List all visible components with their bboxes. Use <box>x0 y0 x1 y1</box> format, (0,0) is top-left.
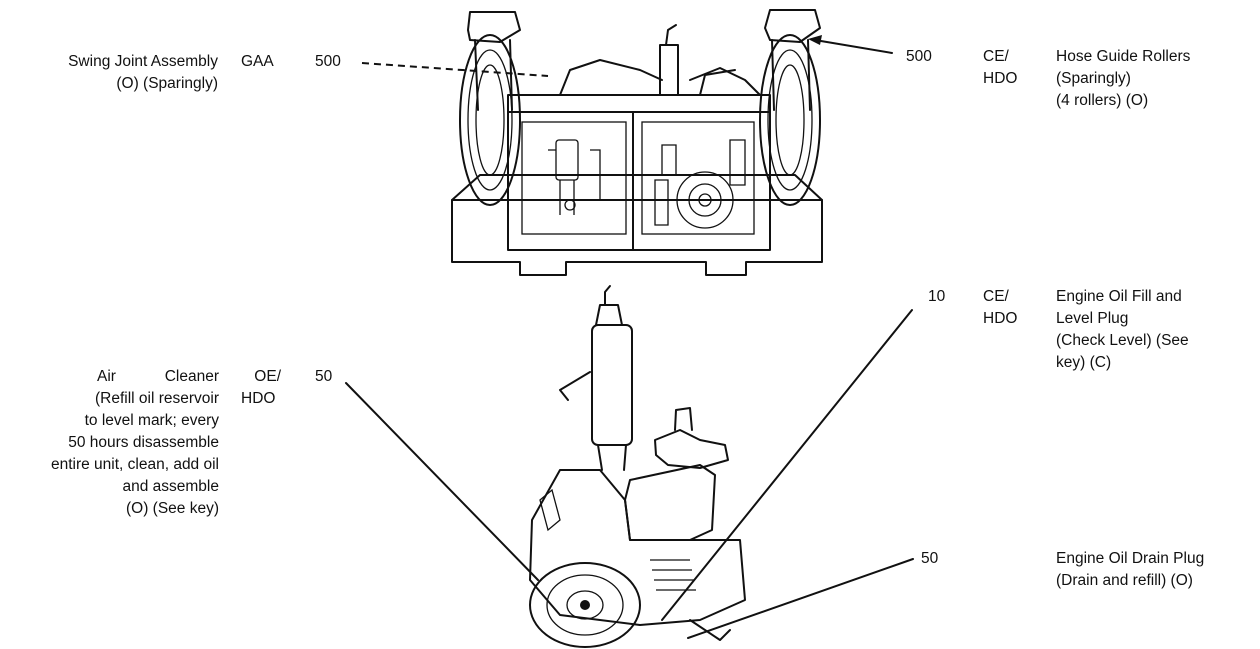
air-cleaner-label-line: to level mark; every <box>84 412 219 429</box>
engine-oil-fill-lubricant-line: CE/ <box>983 288 1009 305</box>
engine-oil-fill-label-line: (Check Level) (See <box>1056 332 1189 349</box>
air-cleaner-title-word: Air <box>97 368 116 385</box>
engine-oil-fill-label-line: key) (C) <box>1056 354 1112 371</box>
engine-oil-fill-interval: 10 <box>928 288 946 305</box>
engine-oil-drain-label-line: (Drain and refill) (O) <box>1056 572 1193 589</box>
swing-joint-label: Swing Joint Assembly (O) (Sparingly) <box>68 51 218 95</box>
swing-joint-label-line: (O) (Sparingly) <box>116 75 218 92</box>
hose-guide-label-line: Hose Guide Rollers <box>1056 48 1191 65</box>
air-cleaner-lubricant: OE/ HDO <box>241 366 281 410</box>
air-cleaner-lubricant-line: HDO <box>241 390 276 407</box>
hose-guide-interval: 500 <box>906 48 932 65</box>
hose-guide-lubricant-line: HDO <box>983 70 1018 87</box>
engine-oil-fill-lubricant: CE/ HDO <box>983 286 1017 330</box>
air-cleaner-title: Air Cleaner <box>97 366 219 388</box>
hose-guide-lubricant: CE/ HDO <box>983 46 1017 90</box>
air-cleaner-label-line: entire unit, clean, add oil <box>50 456 219 473</box>
air-cleaner-lubricant-line: OE/ <box>254 368 281 385</box>
hose-guide-label-line: (4 rollers) (O) <box>1056 92 1149 109</box>
engine-oil-fill-label-line: Level Plug <box>1056 310 1129 327</box>
hose-reel-pump-unit-illustration <box>451 9 823 276</box>
air-cleaner-label-line: (Refill oil reservoir <box>94 390 219 407</box>
swing-joint-label-line: Swing Joint Assembly <box>68 53 218 70</box>
engine-oil-fill-leader <box>661 309 913 621</box>
hose-guide-leader <box>808 35 893 54</box>
air-cleaner-label-line: (O) (See key) <box>125 500 219 517</box>
air-cleaner-label-line: and assemble <box>122 478 219 495</box>
engine-oil-fill-label-line: Engine Oil Fill and <box>1056 288 1182 305</box>
engine-oil-fill-label: Engine Oil Fill and Level Plug (Check Le… <box>1056 286 1189 374</box>
air-cleaner-label: Air Cleaner (Refill oil reservoir to lev… <box>51 366 219 520</box>
engine-oil-drain-interval: 50 <box>921 550 939 567</box>
air-cleaner-title-word: Cleaner <box>164 368 219 385</box>
air-cleaner-leader <box>345 382 539 581</box>
hose-guide-label-line: (Sparingly) <box>1056 70 1131 87</box>
engine-oil-fill-lubricant-line: HDO <box>983 310 1018 327</box>
hose-guide-lubricant-line: CE/ <box>983 48 1009 65</box>
engine-illustration <box>529 285 746 648</box>
engine-oil-drain-label: Engine Oil Drain Plug (Drain and refill)… <box>1056 548 1204 592</box>
swing-joint-lubricant: GAA <box>241 53 274 70</box>
engine-oil-drain-label-line: Engine Oil Drain Plug <box>1056 550 1205 567</box>
swing-joint-interval: 500 <box>315 53 341 70</box>
air-cleaner-interval: 50 <box>315 368 333 385</box>
air-cleaner-label-line: 50 hours disassemble <box>68 434 219 451</box>
engine-oil-drain-leader <box>687 558 914 639</box>
hose-guide-label: Hose Guide Rollers (Sparingly) (4 roller… <box>1056 46 1190 112</box>
swing-joint-leader <box>361 62 549 77</box>
